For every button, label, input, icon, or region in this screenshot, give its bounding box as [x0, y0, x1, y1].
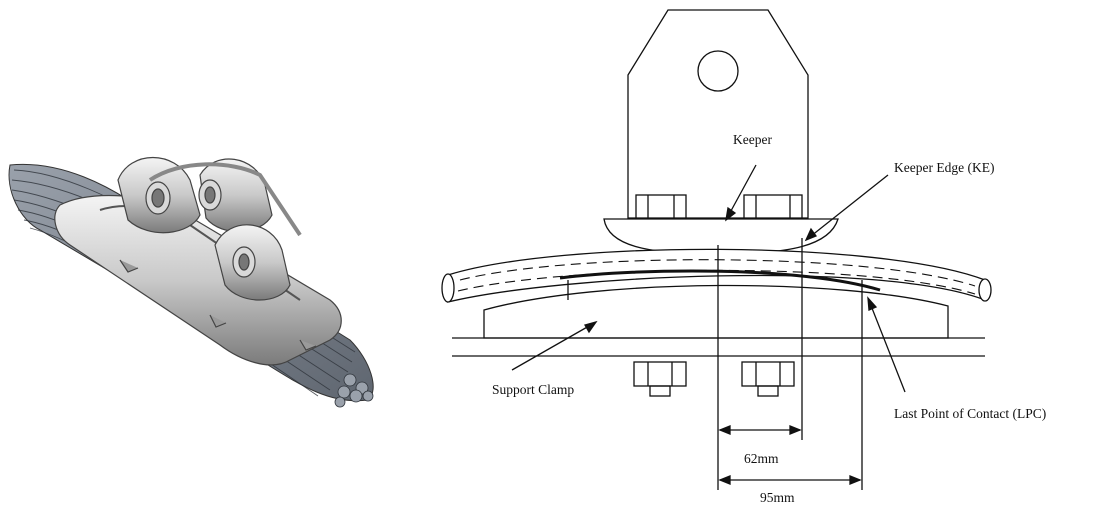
keeper-lens [603, 218, 839, 254]
clamp-body [54, 157, 342, 366]
keeper-edge-label: Keeper Edge (KE) [894, 160, 995, 175]
dimension-62mm-label: 62mm [744, 451, 779, 466]
keeper-bracket [627, 9, 809, 220]
bottom-bolts [633, 361, 795, 397]
lpc-label: Last Point of Contact (LPC) [894, 406, 1047, 421]
support-clamp-saddle [483, 284, 949, 339]
dimension-95mm-label: 95mm [760, 490, 795, 505]
keeper-label: Keeper [733, 132, 772, 147]
conductor [441, 248, 992, 303]
clamp-3d-illustration [8, 157, 374, 408]
support-clamp-label: Support Clamp [492, 382, 575, 397]
